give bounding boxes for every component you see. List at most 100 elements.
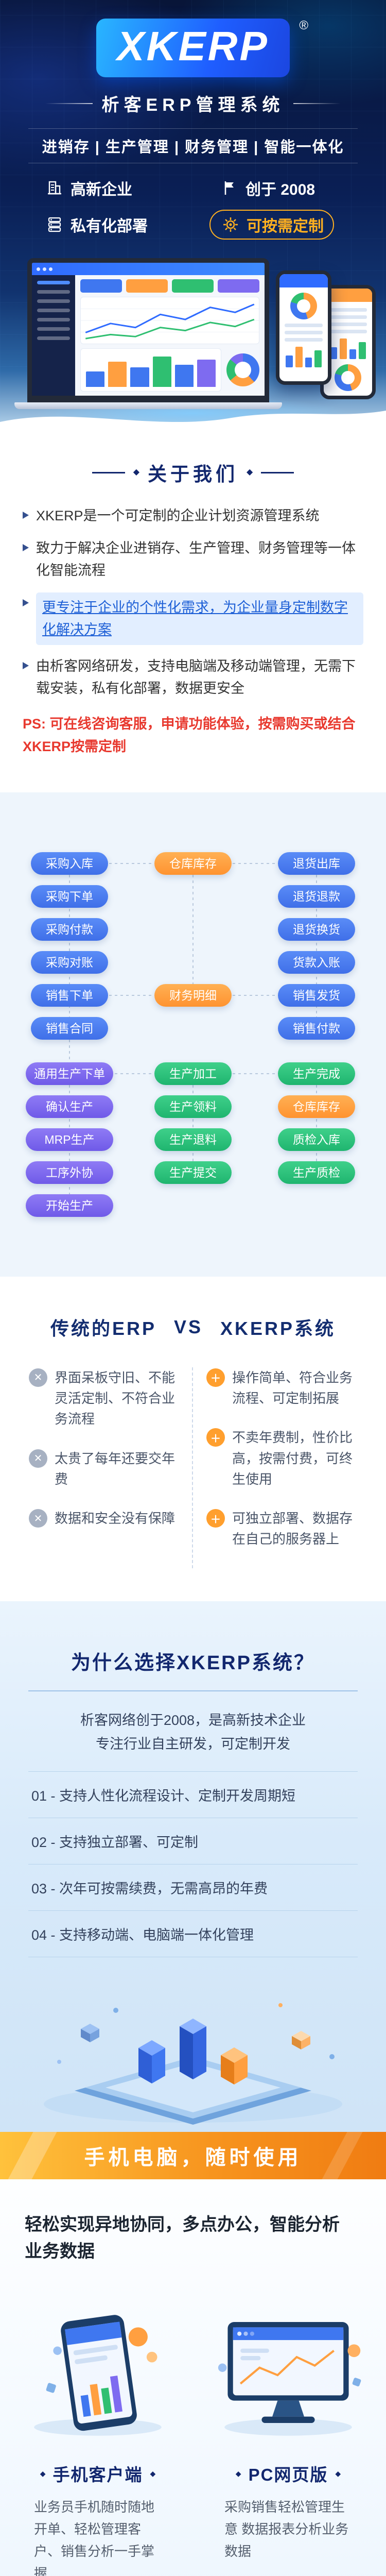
comparison-title: 传统的ERP VS XKERP系统 <box>15 1314 371 1341</box>
con-item: ✕ 界面呆板守旧、不能灵活定制、不符合业务流程 <box>29 1367 179 1430</box>
flow-node: 销售发货 <box>278 984 355 1007</box>
vs-right-title: XKERP系统 <box>220 1317 336 1339</box>
card-title-row: ◆ PC网页版 ◆ <box>196 2461 381 2486</box>
flow-node: 开始生产 <box>26 1194 113 1217</box>
flow-node: 仓库库存 <box>154 852 232 875</box>
laptop-screen <box>27 258 269 402</box>
badge-label: 高新企业 <box>71 181 132 198</box>
laptop-mockup <box>14 258 282 409</box>
line-chart-graphic <box>80 297 259 344</box>
laptop-titlebar <box>32 263 265 275</box>
pc-web-card: ◆ PC网页版 ◆ 采购销售轻松管理生意 数据报表分析业务数据 <box>196 2298 381 2576</box>
why-list-item: 02 - 支持独立部署、可定制 <box>28 1818 358 1865</box>
flow-node: 生产提交 <box>154 1161 232 1184</box>
isometric-platform-illustration <box>44 2003 342 2125</box>
server-icon <box>48 217 61 232</box>
why-list: 01 - 支持人性化流程设计、定制开发周期短 02 - 支持独立部署、可定制 0… <box>28 1771 358 1958</box>
phone-bar-chart <box>324 333 372 359</box>
decor-line-right <box>293 103 341 104</box>
flow-node: 工序外协 <box>26 1161 113 1184</box>
flowchart-canvas: 采购入库 仓库库存 退货出库 采购下单 退货退款 采购付款 退货换货 采购对账 … <box>15 852 371 1217</box>
vs-label: VS <box>173 1316 203 1337</box>
flow-node: 生产退料 <box>154 1128 232 1151</box>
title-bar-left <box>92 471 125 473</box>
why-intro-line2: 专注行业自主研发，可定制开发 <box>96 1736 290 1752</box>
why-intro-line1: 析客网络创于2008，是高新技术企业 <box>80 1712 306 1728</box>
flow-node: 通用生产下单 <box>26 1062 113 1085</box>
dashboard-sidebar <box>32 275 75 396</box>
flow-node: 销售合同 <box>31 1016 108 1040</box>
why-list-item: 04 - 支持移动端、电脑端一体化管理 <box>28 1911 358 1958</box>
flow-node: 退货换货 <box>278 918 355 941</box>
flag-icon <box>224 181 234 195</box>
logo-box: XKERP <box>96 19 290 77</box>
flow-node: 生产质检 <box>278 1161 355 1184</box>
con-text: 数据和安全没有保障 <box>55 1511 176 1527</box>
registered-mark: ® <box>299 19 308 32</box>
flow-node: 采购对账 <box>31 951 108 974</box>
phone-donut-chart <box>290 293 317 319</box>
badge-customizable: 可按需定制 <box>209 210 334 240</box>
flow-node: 质检入库 <box>278 1128 355 1151</box>
title-divider <box>28 1690 358 1691</box>
why-title: 为什么选择XKERP系统？ <box>71 1652 315 1674</box>
banner-title: 手机电脑，随时使用 <box>84 2146 302 2169</box>
phone-text-lines <box>279 324 328 342</box>
phone-text-lines <box>324 308 372 333</box>
about-section: ◆ 关于我们 ◆ XKERP是一个可定制的企业计划资源管理系统 致力于解决企业进… <box>0 431 386 792</box>
diamond-icon: ◆ <box>247 468 253 477</box>
donut-chart-graphic <box>226 353 259 386</box>
bullet-arrow-icon <box>23 662 29 669</box>
mobile-pc-intro: 轻松实现异地协同，多点办公，智能分析业务数据 <box>25 2214 340 2262</box>
phone-mockup-1 <box>276 270 331 385</box>
bullet-arrow-icon <box>23 599 29 606</box>
badge-label: 创于 2008 <box>245 181 315 198</box>
logo: XKERP ® <box>80 19 308 77</box>
con-text: 界面呆板守旧、不能灵活定制、不符合业务流程 <box>55 1369 176 1427</box>
cross-icon: ✕ <box>29 1449 47 1468</box>
pro-item: ＋ 不卖年费制，性价比高，按需付费，可终生使用 <box>206 1427 357 1489</box>
why-list-item: 03 - 次年可按需续费，无需高昂的年费 <box>28 1865 358 1911</box>
client-cards: ◆ 手机客户端 ◆ 业务员手机随时随地开单、轻松管理客户、销售分析一手掌握 <box>0 2298 386 2576</box>
badge-hightech: 高新企业 <box>28 177 183 199</box>
flow-node: 退货退款 <box>278 885 355 908</box>
flow-node: 销售下单 <box>31 984 108 1007</box>
phone-donut-chart <box>335 364 361 391</box>
flow-node: 退货出库 <box>278 852 355 875</box>
pro-item: ＋ 操作简单、符合业务流程、可定制拓展 <box>206 1367 357 1409</box>
phone-header <box>324 289 372 302</box>
gear-icon <box>223 217 238 232</box>
laptop-base <box>14 402 282 409</box>
wave-divider <box>0 411 386 431</box>
why-choose-section: 为什么选择XKERP系统？ 析客网络创于2008，是高新技术企业 专注行业自主研… <box>0 1601 386 2132</box>
about-title-row: ◆ 关于我们 ◆ <box>23 459 363 486</box>
about-item: 致力于解决企业进销存、生产管理、财务管理等一体化智能流程 <box>23 537 363 582</box>
comparison-section: 传统的ERP VS XKERP系统 ✕ 界面呆板守旧、不能灵活定制、不符合业务流… <box>0 1276 386 1601</box>
badge-label: 私有化部署 <box>71 218 148 235</box>
section-banner: 手机电脑，随时使用 <box>0 2131 386 2179</box>
cross-icon: ✕ <box>29 1368 47 1387</box>
about-title: 关于我们 <box>148 464 238 485</box>
why-intro: 析客网络创于2008，是高新技术企业 专注行业自主研发，可定制开发 <box>0 1709 386 1756</box>
phone-header <box>279 274 328 287</box>
card-title-row: ◆ 手机客户端 ◆ <box>5 2461 190 2486</box>
stat-chips <box>80 279 259 293</box>
flow-node: 财务明细 <box>154 984 232 1007</box>
decor-line-left <box>45 103 93 104</box>
page-subtitle: 析客ERP管理系统 <box>101 95 285 115</box>
con-text: 太贵了每年还要交年费 <box>55 1450 176 1487</box>
cross-icon: ✕ <box>29 1509 47 1528</box>
about-ps-note: PS: 可在线咨询客服，申请功能体验，按需购买或结合XKERP按需定制 <box>23 716 356 754</box>
about-item: 由析客网络研发，支持电脑端及移动端管理，无需下载安装，私有化部署，数据更安全 <box>23 655 363 700</box>
hero-section: XKERP ® 析客ERP管理系统 进销存 | 生产管理 | 财务管理 | 智能… <box>0 0 386 431</box>
about-item-text: 致力于解决企业进销存、生产管理、财务管理等一体化智能流程 <box>36 540 356 579</box>
flow-node: 仓库库存 <box>278 1095 355 1118</box>
flow-node: 采购入库 <box>31 852 108 875</box>
dashboard-main <box>75 275 265 396</box>
plus-icon: ＋ <box>206 1368 225 1387</box>
diamond-icon: ◆ <box>235 2469 241 2478</box>
diamond-icon: ◆ <box>335 2469 341 2478</box>
con-item: ✕ 数据和安全没有保障 <box>29 1508 179 1529</box>
feature-badges: 高新企业 创于 2008 私有化部署 <box>28 177 358 240</box>
flow-node: 采购下单 <box>31 885 108 908</box>
